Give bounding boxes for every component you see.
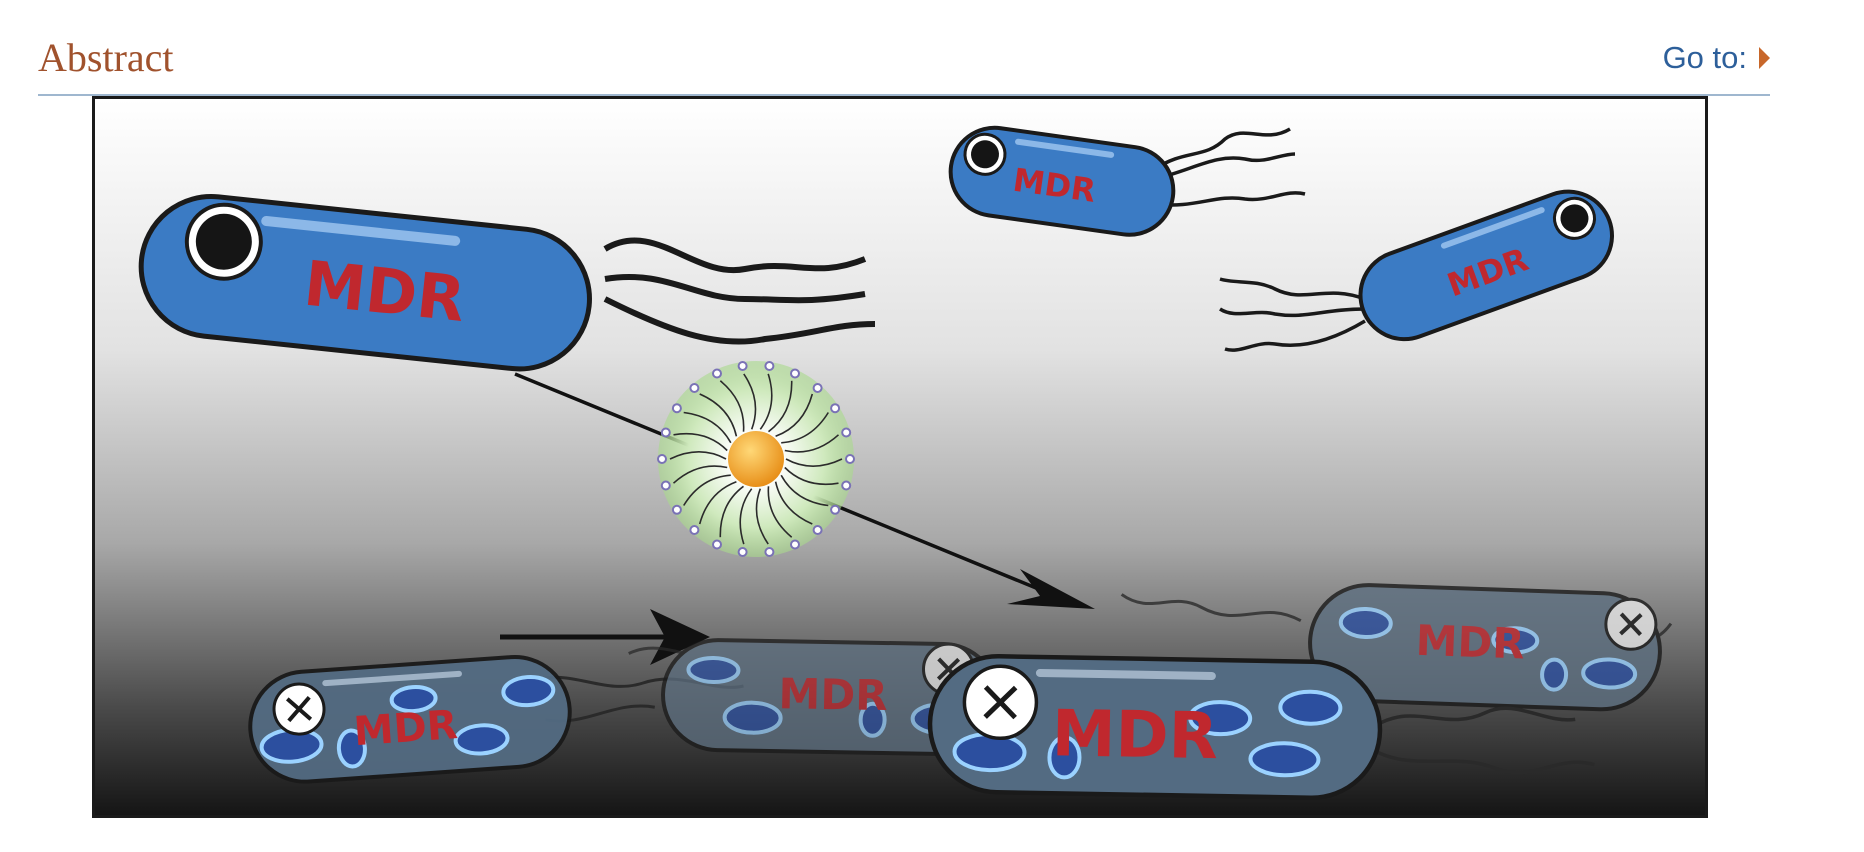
cell-label: MDR bbox=[778, 669, 888, 720]
live-bacterium-large: MDR bbox=[138, 194, 876, 372]
live-bacterium-small-2: MDR bbox=[1219, 189, 1614, 352]
cell-label: MDR bbox=[1051, 697, 1218, 774]
dead-bacterium-2: MDR bbox=[628, 638, 1000, 757]
graphical-abstract-figure: MDR MDR MD bbox=[92, 96, 1708, 818]
cell-label: MDR bbox=[352, 702, 459, 755]
section-title: Abstract bbox=[38, 35, 174, 80]
abstract-section-header: Abstract Go to: bbox=[38, 28, 1770, 96]
goto-label: Go to: bbox=[1662, 40, 1747, 75]
dead-bacterium-1: MDR bbox=[248, 655, 744, 784]
dead-bacterium-4: MDR bbox=[1120, 583, 1673, 712]
cell-label: MDR bbox=[1415, 616, 1526, 669]
nanoparticle-icon bbox=[657, 361, 855, 557]
figure-illustration: MDR MDR MD bbox=[95, 99, 1705, 815]
triangle-right-icon bbox=[1759, 47, 1770, 69]
dead-bacterium-3: MDR bbox=[927, 654, 1595, 800]
goto-link[interactable]: Go to: bbox=[1663, 40, 1770, 76]
cell-label: MDR bbox=[301, 247, 469, 336]
live-bacterium-small-1: MDR bbox=[948, 125, 1306, 237]
arrow-between-cells bbox=[500, 609, 710, 665]
